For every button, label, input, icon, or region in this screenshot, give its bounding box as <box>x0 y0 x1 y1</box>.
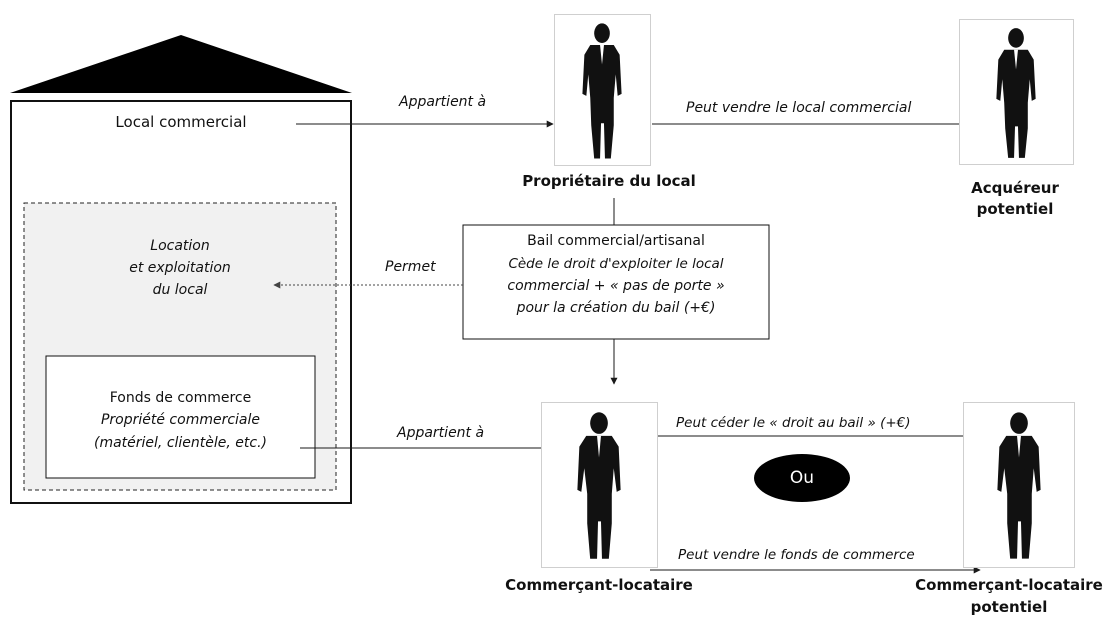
person-proprietaire-photo <box>554 14 651 166</box>
bail-line-4: pour la création du bail (+€) <box>516 300 716 316</box>
person-commercant-photo <box>541 402 658 568</box>
appartient-bottom-label: Appartient à <box>397 425 485 441</box>
businessman-silhouette-icon <box>996 28 1036 158</box>
proprietaire-label: Propriétaire du local <box>522 172 696 190</box>
commercant-potentiel-label-line-2: potentiel <box>970 598 1048 616</box>
bail-line-1: Bail commercial/artisanal <box>527 233 705 249</box>
businessman-silhouette-icon <box>582 23 622 159</box>
commercant-potentiel-label-line-1: Commerçant-locataire <box>915 576 1103 594</box>
commercant-label: Commerçant-locataire <box>505 576 693 594</box>
bail-line-3: commercial + « pas de porte » <box>507 278 725 294</box>
local-commercial-label: Local commercial <box>115 113 247 131</box>
location-line-3: du local <box>152 282 208 298</box>
businessman-silhouette-icon <box>997 412 1041 559</box>
location-line-1: Location <box>150 238 210 254</box>
ou-ellipse <box>754 454 850 502</box>
fonds-line-1: Fonds de commerce <box>109 390 252 406</box>
peut-vendre-local-label: Peut vendre le local commercial <box>686 100 912 116</box>
person-acquereur-photo <box>959 19 1074 165</box>
fonds-line-3: (matériel, clientèle, etc.) <box>93 435 267 451</box>
acquereur-label-line-1: Acquéreur <box>971 179 1059 197</box>
businessman-silhouette-icon <box>577 412 621 559</box>
bail-line-2: Cède le droit d'exploiter le local <box>508 256 724 272</box>
appartient-top-label: Appartient à <box>399 94 487 110</box>
person-commercant-potentiel-photo <box>963 402 1075 568</box>
fonds-line-2: Propriété commerciale <box>100 412 261 428</box>
location-line-2: et exploitation <box>129 260 231 276</box>
acquereur-label-line-2: potentiel <box>976 200 1054 218</box>
permet-label: Permet <box>385 259 436 275</box>
peut-vendre-fonds-label: Peut vendre le fonds de commerce <box>678 547 915 563</box>
house-roof <box>10 35 352 93</box>
ou-label: Ou <box>789 468 815 488</box>
peut-ceder-label: Peut céder le « droit au bail » (+€) <box>676 415 911 431</box>
bail-box <box>462 224 770 340</box>
fonds-box <box>45 355 316 479</box>
